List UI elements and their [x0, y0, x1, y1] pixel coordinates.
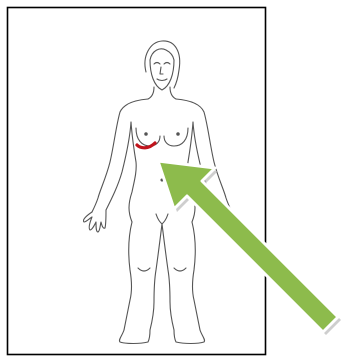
right-nipple — [177, 133, 179, 135]
left-nipple — [145, 133, 147, 135]
diagram-frame — [8, 8, 266, 355]
